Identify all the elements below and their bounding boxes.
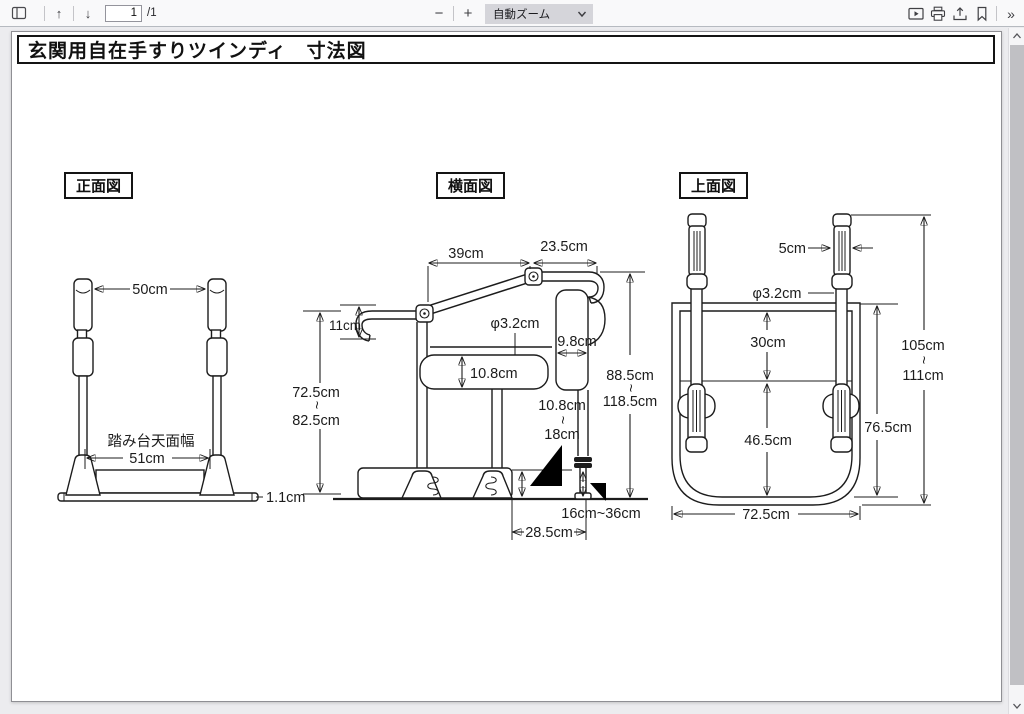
spring-coil <box>485 476 497 496</box>
scroll-up-button[interactable] <box>1009 28 1024 44</box>
top-upper-depth-dim: 30cm <box>750 335 785 351</box>
side-step-depth-dim: 28.5cm <box>525 525 573 541</box>
toolbar-left-group: ↑ ↓ /1 <box>8 2 157 24</box>
front-base-thickness-dim: 1.1cm <box>266 490 306 506</box>
document-title: 玄関用自在手すりツインディ 寸法図 <box>28 41 367 62</box>
double-chevron-icon: » <box>1007 5 1015 22</box>
rail-pivot-joint <box>524 267 543 286</box>
dimension-drawing: 50cm 踏み台天面幅 51cm 1.1cm 72.5cm ~ 82.5cm <box>57 213 945 541</box>
front-platform-width-dim: 51cm <box>129 451 164 467</box>
zoom-select[interactable]: 自動ズーム <box>485 3 593 24</box>
side-frame-width-dim: 9.8cm <box>557 334 597 350</box>
toolbar-right-group: » <box>905 2 1022 25</box>
toolbar-separator <box>73 5 74 21</box>
vertical-scrollbar <box>1008 28 1024 714</box>
print-button[interactable] <box>927 3 949 25</box>
bookmark-icon <box>977 6 987 21</box>
top-plate-depth-dim: 76.5cm <box>864 420 912 436</box>
chevron-down-icon <box>577 11 587 17</box>
zoom-in-button[interactable]: + <box>457 3 479 25</box>
zoom-out-button[interactable]: − <box>428 3 450 25</box>
side-top-rail-dim: 23.5cm <box>540 239 588 255</box>
top-overall-min-dim: 105cm <box>901 338 945 354</box>
side-height-min-dim: 88.5cm <box>606 368 654 384</box>
toolbar-separator <box>996 6 997 21</box>
zoom-select-value: 自動ズーム <box>493 8 551 21</box>
side-frame <box>357 289 606 499</box>
top-right-post <box>822 213 860 453</box>
print-icon <box>930 6 946 21</box>
toolbar-zoom-group: − + 自動ズーム <box>428 2 593 25</box>
toolbar-separator <box>453 6 454 21</box>
side-grip-height-dim: 11cm <box>329 318 361 333</box>
chevron-down-icon <box>1013 703 1021 709</box>
side-upper-rail-dim: 39cm <box>448 246 483 262</box>
next-page-button[interactable]: ↓ <box>77 2 99 24</box>
tilde: ~ <box>554 416 570 424</box>
top-left-post <box>677 213 716 453</box>
arrow-up-icon: ↑ <box>55 5 63 21</box>
bookmark-button[interactable] <box>971 3 993 25</box>
toolbar-separator <box>44 5 45 21</box>
top-overall-max-dim: 111cm <box>902 368 943 384</box>
page-number-input[interactable] <box>105 4 142 22</box>
spring-coil <box>427 476 439 496</box>
side-view-drawing: 39cm 23.5cm 11cm φ3.2cm 9.8cm 10.8cm <box>329 239 657 541</box>
top-base-plate-inner <box>679 310 853 498</box>
front-view-label: 正面図 <box>64 172 133 199</box>
front-step-platform <box>95 469 205 494</box>
scroll-down-button[interactable] <box>1009 698 1024 714</box>
more-tools-button[interactable]: » <box>1000 3 1022 25</box>
sidebar-toggle-icon <box>11 6 27 20</box>
side-leg-extension-dim: 16cm~36cm <box>561 506 640 522</box>
tilde: ~ <box>915 356 931 364</box>
front-right-post <box>199 278 235 496</box>
sidebar-toggle-button[interactable] <box>8 2 30 24</box>
presentation-mode-button[interactable] <box>905 3 927 25</box>
front-grip-span-dim: 50cm <box>132 282 167 298</box>
side-step-height-max-dim: 18cm <box>544 427 579 443</box>
top-lower-depth-dim: 46.5cm <box>744 433 792 449</box>
pdf-page: 玄関用自在手すりツインディ 寸法図 正面図 横面図 上面図 <box>11 31 1002 702</box>
side-slot-height-dim: 10.8cm <box>470 366 518 382</box>
top-grip-width-dim: 5cm <box>779 241 806 257</box>
front-height-min-dim: 72.5cm <box>292 385 340 401</box>
top-pole-diameter-dim: φ3.2cm <box>753 286 802 302</box>
top-plate-width-dim: 72.5cm <box>742 507 790 523</box>
previous-page-button[interactable]: ↑ <box>48 2 70 24</box>
presentation-mode-icon <box>908 7 924 20</box>
pdf-toolbar: ↑ ↓ /1 − + 自動ズーム <box>0 0 1024 27</box>
arrow-down-icon: ↓ <box>84 5 92 21</box>
chevron-up-icon <box>1013 33 1021 39</box>
save-icon <box>953 6 967 20</box>
scrollbar-thumb[interactable] <box>1010 45 1024 685</box>
side-step-height-min-dim: 10.8cm <box>538 398 586 414</box>
plus-icon: + <box>463 5 473 22</box>
save-button[interactable] <box>949 3 971 25</box>
pdf-viewer-area: 玄関用自在手すりツインディ 寸法図 正面図 横面図 上面図 <box>0 28 1024 714</box>
side-height-max-dim: 118.5cm <box>603 394 658 410</box>
minus-icon: − <box>434 5 444 22</box>
top-view-drawing: 5cm φ3.2cm 30cm 46.5cm 76.5cm <box>671 213 945 523</box>
side-diagonal-rail <box>424 272 534 316</box>
side-view-label: 横面図 <box>436 172 505 199</box>
tilde: ~ <box>308 401 324 409</box>
front-height-max-dim: 82.5cm <box>292 413 340 429</box>
front-platform-caption: 踏み台天面幅 <box>108 433 195 450</box>
tilde: ~ <box>622 384 638 392</box>
side-rail-diameter-dim: φ3.2cm <box>491 316 540 332</box>
top-base-plate-outer <box>671 302 861 506</box>
document-title-box: 玄関用自在手すりツインディ 寸法図 <box>17 35 995 64</box>
front-left-post <box>65 278 101 496</box>
top-view-label: 上面図 <box>679 172 748 199</box>
side-lower-rail <box>355 310 420 342</box>
page-count-label: /1 <box>147 7 157 19</box>
rail-pivot-joint <box>415 304 434 323</box>
front-view-drawing: 50cm 踏み台天面幅 51cm 1.1cm 72.5cm ~ 82.5cm <box>57 278 341 506</box>
